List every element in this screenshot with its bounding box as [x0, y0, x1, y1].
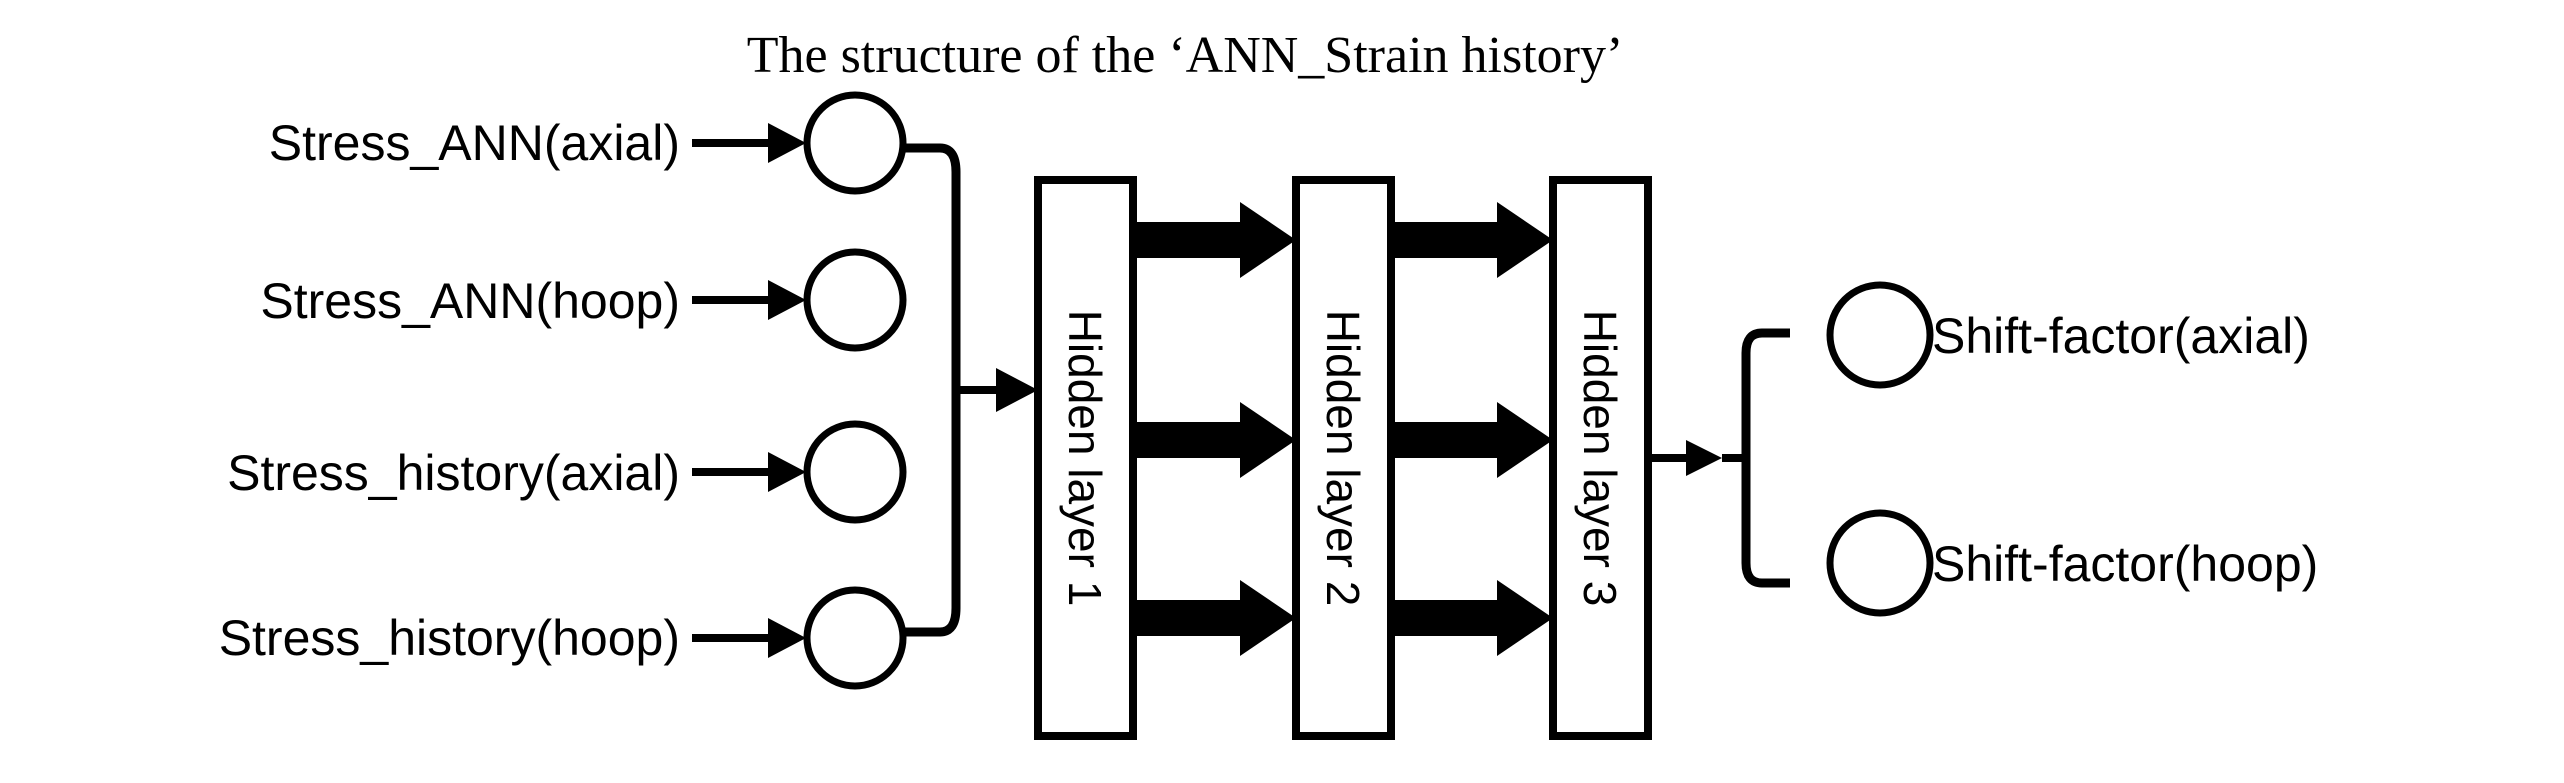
- input-node-4[interactable]: [803, 586, 907, 690]
- input-arrow-4: [692, 618, 806, 658]
- output-node-2[interactable]: [1826, 509, 1934, 617]
- input-node-1[interactable]: [803, 91, 907, 195]
- input-node-3[interactable]: [803, 420, 907, 524]
- output-node-1[interactable]: [1826, 281, 1934, 389]
- input-label-1: Stress_ANN(axial): [269, 115, 680, 171]
- hidden2-to-hidden3-arrow-top: [1391, 202, 1553, 278]
- input-arrow-2: [692, 280, 806, 320]
- hidden1-to-hidden2-arrow-bottom: [1133, 580, 1296, 656]
- input-bus-line: [903, 143, 961, 637]
- output-bus-line: [1741, 328, 1790, 588]
- hidden-layer-label-3: Hidden layer 3: [1574, 310, 1626, 607]
- input-to-hidden1-arrow: [956, 368, 1038, 412]
- hidden1-to-hidden2-arrow-top: [1133, 202, 1296, 278]
- output-label-1: Shift-factor(axial): [1932, 308, 2310, 364]
- hidden-layer-box-3[interactable]: [1549, 176, 1652, 740]
- input-label-3: Stress_history(axial): [227, 445, 680, 501]
- page-title: The structure of the ‘ANN_Strain history…: [747, 27, 1624, 84]
- hidden-layer-label-2: Hidden layer 2: [1317, 310, 1369, 607]
- hidden3-to-output-arrow: [1648, 440, 1722, 476]
- input-label-4: Stress_history(hoop): [219, 610, 680, 666]
- input-node-2[interactable]: [803, 248, 907, 352]
- input-arrow-1: [692, 123, 806, 163]
- output-label-2: Shift-factor(hoop): [1932, 536, 2318, 592]
- hidden2-to-hidden3-arrow-mid: [1391, 402, 1553, 478]
- hidden2-to-hidden3-arrow-bottom: [1391, 580, 1553, 656]
- hidden-layer-label-1: Hidden layer 1: [1059, 310, 1111, 607]
- input-label-2: Stress_ANN(hoop): [260, 273, 680, 329]
- input-arrow-3: [692, 452, 806, 492]
- hidden1-to-hidden2-arrow-mid: [1133, 402, 1296, 478]
